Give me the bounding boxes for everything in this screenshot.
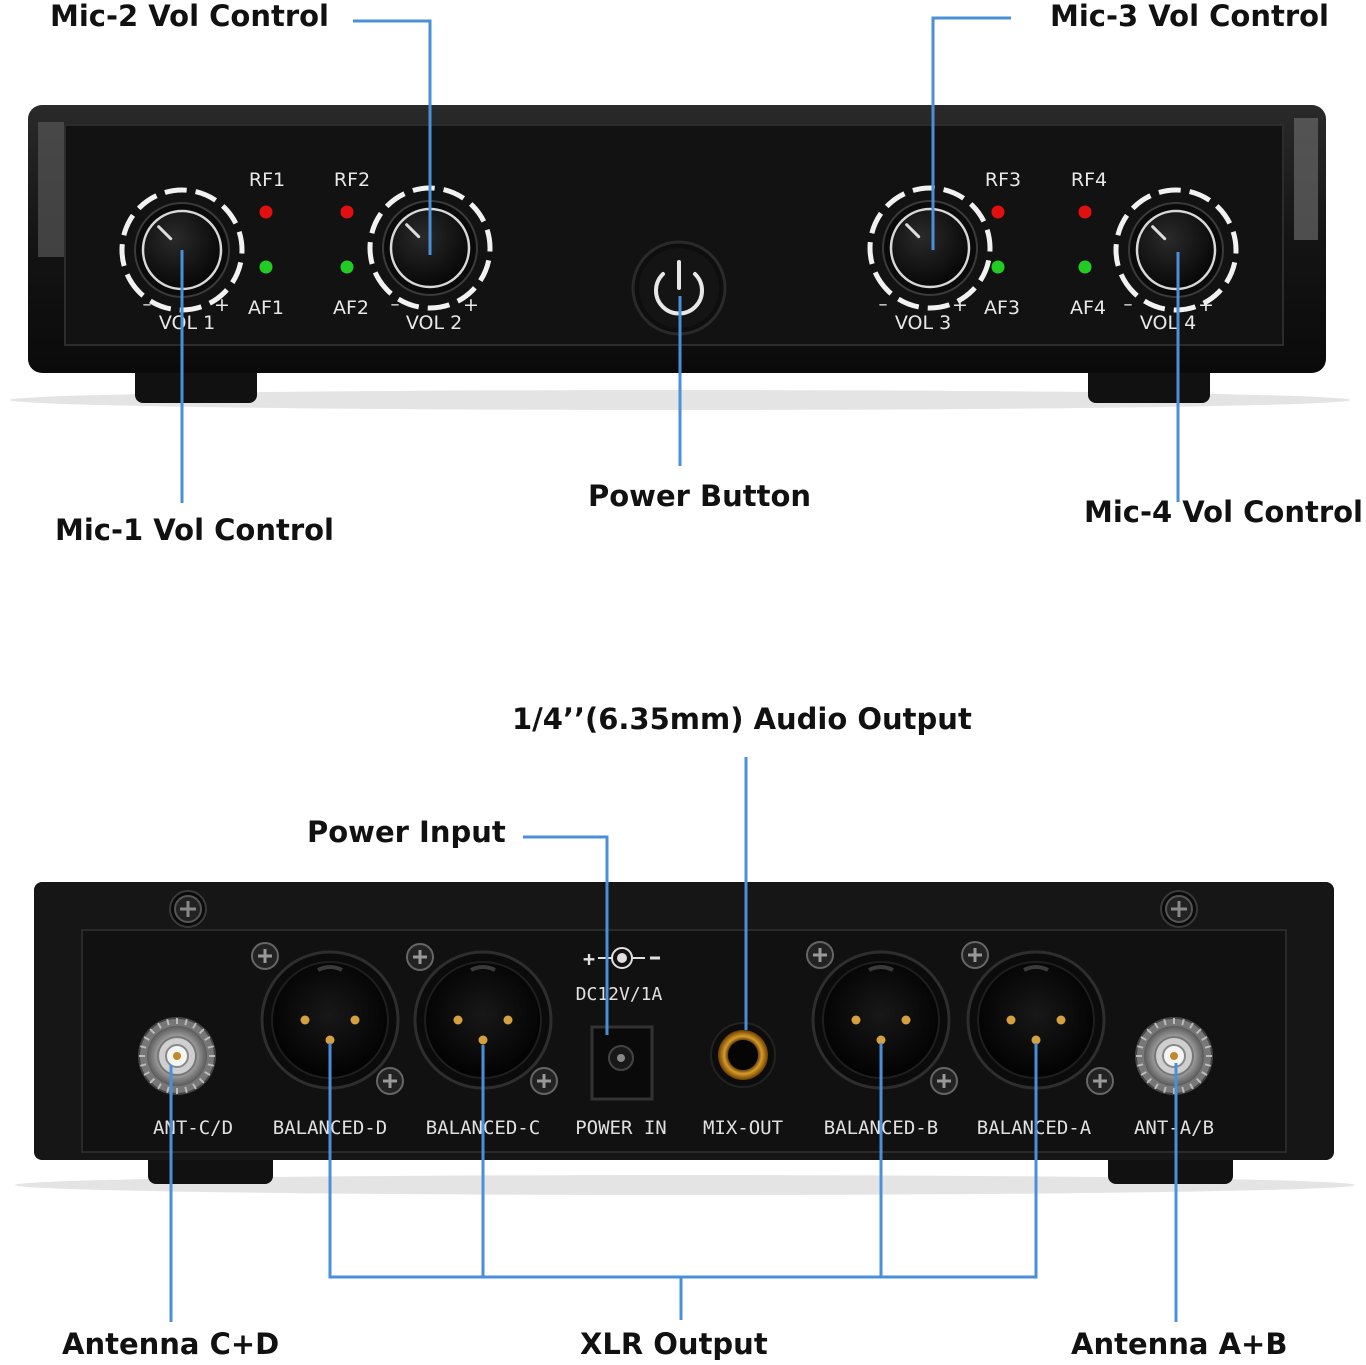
label-dc-rating: DC12V/1A xyxy=(576,984,663,1005)
leader-lines xyxy=(169,16,1180,1322)
xlr-balanced-d[interactable] xyxy=(260,950,400,1090)
label-ant-cd: ANT-C/D xyxy=(153,1117,233,1139)
label-balanced-a: BALANCED-A xyxy=(977,1117,1092,1139)
vol-label-3: VOL 3 xyxy=(895,312,951,334)
bnc-antenna-cd[interactable] xyxy=(138,1017,216,1095)
front-unit xyxy=(10,105,1350,410)
vol-knob-4[interactable] xyxy=(1091,165,1261,335)
rf-led-3 xyxy=(991,205,1005,219)
xlr-pin xyxy=(1006,1015,1016,1025)
xlr-pin xyxy=(901,1015,911,1025)
rf-label-4: RF4 xyxy=(1071,169,1107,191)
vol-plus-1: + xyxy=(214,294,230,316)
vol-plus-4: + xyxy=(1198,294,1214,316)
xlr-pin xyxy=(1031,1035,1041,1045)
quarter-inch-jack[interactable] xyxy=(710,1022,776,1088)
xlr-pin xyxy=(478,1035,488,1045)
xlr-screw xyxy=(406,943,434,971)
dc-polarity-symbol: + xyxy=(583,947,660,971)
knob-pointer xyxy=(1151,225,1167,241)
vol-label-2: VOL 2 xyxy=(406,312,462,334)
bnc-antenna-ab[interactable] xyxy=(1135,1017,1213,1095)
vol-label-4: VOL 4 xyxy=(1140,312,1196,334)
knob-pointer xyxy=(157,225,173,241)
callout-power-input: Power Input xyxy=(307,815,506,849)
svg-text:+: + xyxy=(583,947,595,971)
vol-minus-3: – xyxy=(879,294,888,315)
power-button[interactable] xyxy=(631,240,727,336)
xlr-screw xyxy=(806,941,834,969)
xlr-pin xyxy=(503,1015,513,1025)
xlr-pin xyxy=(453,1015,463,1025)
vol-label-1: VOL 1 xyxy=(159,312,215,334)
af-led-3 xyxy=(991,260,1005,274)
xlr-pin xyxy=(350,1015,360,1025)
af-led-1 xyxy=(259,260,273,274)
callout-antenna-ab: Antenna A+B xyxy=(1071,1327,1288,1361)
xlr-balanced-c[interactable] xyxy=(413,950,553,1090)
label-mix-out: MIX-OUT xyxy=(703,1117,783,1139)
af-led-2 xyxy=(340,260,354,274)
rf-label-1: RF1 xyxy=(249,169,285,191)
xlr-screw xyxy=(930,1067,958,1095)
dc-power-jack[interactable] xyxy=(590,1025,654,1101)
xlr-screw xyxy=(1086,1067,1114,1095)
knob-pointer xyxy=(905,223,921,239)
af-label-1: AF1 xyxy=(248,297,284,319)
vol-minus-2: – xyxy=(391,294,400,315)
chassis-screw-right xyxy=(1160,890,1198,928)
callout-mic1-vol: Mic-1 Vol Control xyxy=(55,513,334,547)
af-label-2: AF2 xyxy=(333,297,369,319)
vol-plus-3: + xyxy=(952,294,968,316)
callout-mic2-vol: Mic-2 Vol Control xyxy=(50,0,329,33)
callout-xlr-output: XLR Output xyxy=(580,1327,768,1361)
xlr-pin xyxy=(851,1015,861,1025)
rf-led-4 xyxy=(1078,205,1092,219)
xlr-balanced-a[interactable] xyxy=(966,950,1106,1090)
xlr-pin xyxy=(300,1015,310,1025)
callout-antenna-cd: Antenna C+D xyxy=(62,1327,280,1361)
xlr-pin xyxy=(325,1035,335,1045)
xlr-screw xyxy=(530,1067,558,1095)
vol-minus-1: – xyxy=(143,294,152,315)
knob-pointer xyxy=(405,223,421,239)
front-foot-left xyxy=(135,365,257,403)
label-ant-ab: ANT-A/B xyxy=(1134,1117,1214,1139)
callout-mic4-vol: Mic-4 Vol Control xyxy=(1084,495,1363,529)
xlr-balanced-b[interactable] xyxy=(811,950,951,1090)
xlr-pin xyxy=(1056,1015,1066,1025)
xlr-pin xyxy=(876,1035,886,1045)
callout-mic3-vol: Mic-3 Vol Control xyxy=(1050,0,1329,33)
vol-minus-4: – xyxy=(1124,294,1133,315)
xlr-screw xyxy=(251,942,279,970)
rf-led-2 xyxy=(340,205,354,219)
label-power-in: POWER IN xyxy=(575,1117,667,1139)
chassis-screw-left xyxy=(169,890,207,928)
rf-label-3: RF3 xyxy=(985,169,1021,191)
xlr-screw xyxy=(376,1067,404,1095)
vol-plus-2: + xyxy=(463,294,479,316)
af-led-4 xyxy=(1078,260,1092,274)
callout-audio-output: 1/4’’(6.35mm) Audio Output xyxy=(512,702,972,736)
callout-power-button: Power Button xyxy=(588,479,812,513)
vol-knob-3[interactable] xyxy=(845,163,1015,333)
rf-label-2: RF2 xyxy=(334,169,370,191)
rf-led-1 xyxy=(259,205,273,219)
af-label-3: AF3 xyxy=(984,297,1020,319)
af-label-4: AF4 xyxy=(1070,297,1106,319)
xlr-screw xyxy=(961,941,989,969)
